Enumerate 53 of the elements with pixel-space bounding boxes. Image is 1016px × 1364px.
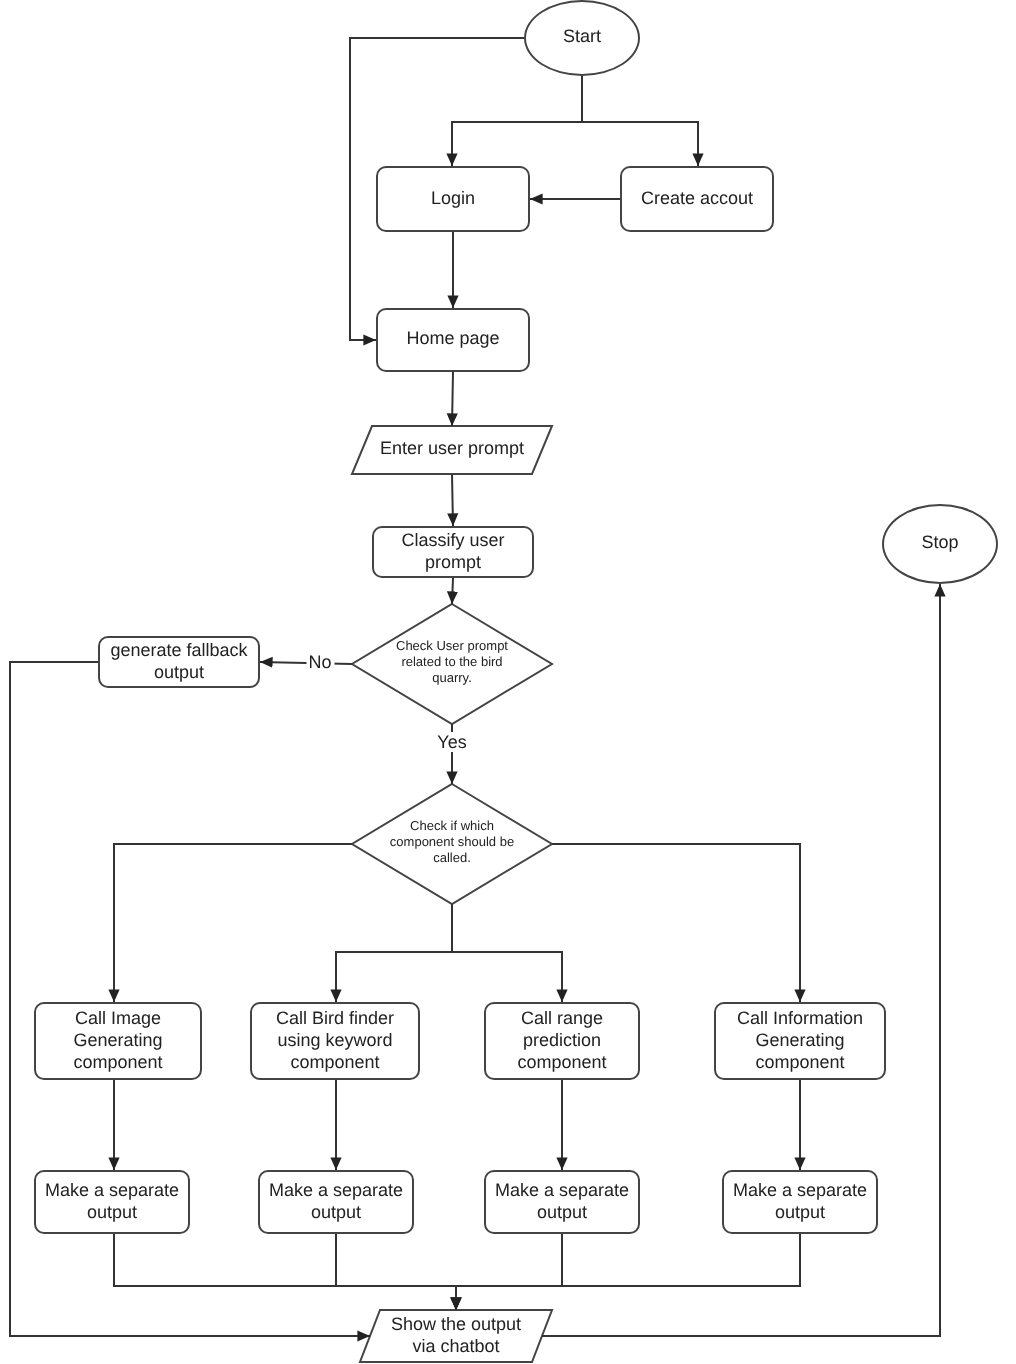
node-text: Login — [428, 187, 478, 211]
node-text: Call range prediction component — [515, 1007, 609, 1075]
arrow — [9, 661, 371, 1342]
arrow — [447, 473, 459, 527]
node-text: Call Information Generating component — [734, 1007, 866, 1075]
node-text: Call Bird finder using keyword component — [273, 1007, 397, 1075]
io-parallelogram — [352, 426, 552, 474]
process-box — [34, 1170, 190, 1234]
arrow — [349, 37, 525, 346]
node-text: Enter user prompt — [377, 438, 527, 462]
io-parallelogram — [360, 1310, 552, 1362]
node-text: Start — [560, 26, 603, 50]
process-box — [372, 526, 534, 578]
arrow — [551, 843, 806, 1003]
arrow — [556, 1079, 568, 1171]
process-box — [484, 1002, 640, 1080]
arrow — [541, 583, 946, 1337]
arrow — [108, 1079, 120, 1171]
arrow — [794, 1079, 806, 1171]
arrow — [581, 75, 704, 167]
node-text: Classify user prompt — [399, 529, 507, 575]
process-box — [484, 1170, 640, 1234]
arrow — [446, 371, 458, 427]
process-box — [34, 1002, 202, 1080]
edge-label: No — [306, 652, 334, 672]
process-box — [722, 1170, 878, 1234]
process-box — [714, 1002, 886, 1080]
arrow — [529, 193, 621, 205]
decision-diamond — [352, 784, 552, 904]
process-box — [258, 1170, 414, 1234]
node-text: Make a separate output — [492, 1179, 632, 1225]
node-text: Make a separate output — [730, 1179, 870, 1225]
edge-label: Yes — [435, 732, 469, 752]
node-text: Stop — [919, 532, 961, 556]
arrow — [450, 1233, 801, 1311]
node-text: Create accout — [638, 187, 756, 211]
arrow — [447, 231, 459, 309]
arrow — [451, 903, 568, 1003]
node-text: Show the output via chatbot — [388, 1313, 524, 1359]
process-box — [376, 166, 530, 232]
node-text: Make a separate output — [42, 1179, 182, 1225]
arrow — [108, 843, 353, 1003]
arrow — [330, 1079, 342, 1171]
node-text: generate fallback output — [108, 639, 250, 685]
process-box — [98, 636, 260, 688]
arrow — [446, 577, 459, 605]
node-text: Home page — [404, 328, 502, 352]
process-box — [620, 166, 774, 232]
node-text: Make a separate output — [266, 1179, 406, 1225]
decision-diamond — [352, 604, 552, 724]
node-text: Call Image Generating component — [71, 1007, 165, 1075]
process-box — [376, 308, 530, 372]
process-box — [250, 1002, 420, 1080]
